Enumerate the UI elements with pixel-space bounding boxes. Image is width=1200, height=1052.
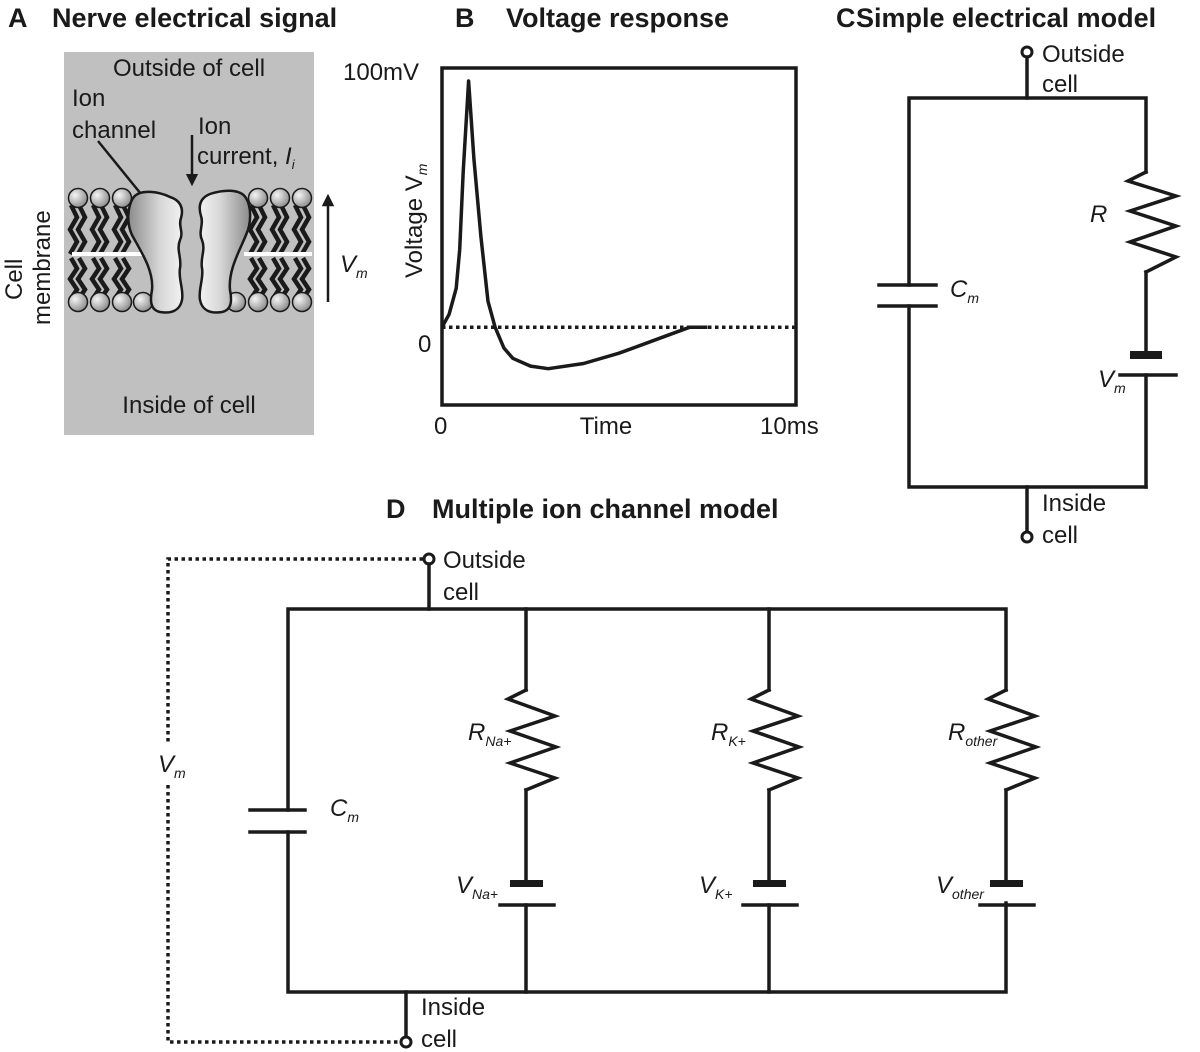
- lipid-tail: [291, 204, 304, 256]
- x-tick-zero: 0: [434, 413, 447, 440]
- cell-membrane-label-line2: membrane: [29, 210, 56, 325]
- lipid-tail: [269, 204, 282, 256]
- c-outside-label-1: Outside: [1042, 41, 1125, 68]
- lipid-head: [111, 187, 133, 209]
- lipid-tail: [111, 204, 124, 256]
- x-tick-max: 10ms: [760, 413, 819, 440]
- resistor-icon: [1123, 169, 1182, 275]
- lipid-head: [269, 291, 291, 313]
- battery-label: Vother: [936, 872, 985, 902]
- battery-icon-short-plate: [510, 880, 543, 887]
- lipid-tail: [75, 204, 88, 256]
- inside-of-cell-label: Inside of cell: [122, 392, 255, 419]
- branch-1: RNa+ VNa+: [456, 607, 562, 994]
- voltage-trace: [440, 79, 708, 371]
- y-tick-max: 100mV: [343, 59, 419, 86]
- lipid-head: [111, 291, 133, 313]
- top-rail: [286, 607, 1008, 812]
- ion-current-label-line2: current, Ii: [197, 143, 296, 172]
- resistor-icon: [746, 687, 805, 793]
- resistor-label: RNa+: [468, 719, 511, 749]
- lipid-head: [291, 291, 313, 313]
- lipid-tail: [67, 204, 80, 256]
- y-axis-label: Voltage Vm: [401, 163, 430, 278]
- ion-current-label-line1: Ion: [198, 113, 231, 140]
- vm-measurement-line-bottom: [166, 785, 402, 1044]
- battery-icon-short-plate: [990, 880, 1023, 887]
- outside-of-cell-label: Outside of cell: [113, 55, 265, 82]
- x-axis-label: Time: [580, 413, 632, 440]
- bilayer-midline: [72, 252, 142, 256]
- wire: [907, 96, 1148, 287]
- wire: [907, 304, 1148, 489]
- lipid-head: [269, 187, 291, 209]
- vm-label: Vm: [340, 251, 368, 281]
- d-capacitor-label: Cm: [330, 795, 359, 825]
- y-tick-zero: 0: [418, 331, 431, 358]
- branch-2: RK+ VK+: [699, 607, 805, 994]
- panel-c: C Simple electrical model Outside cell R…: [836, 3, 1182, 549]
- resistor-icon: [983, 687, 1042, 793]
- ion-channel-label-line2: channel: [72, 117, 156, 144]
- lipid-tail: [277, 204, 290, 256]
- lipid-head: [67, 291, 89, 313]
- lipid-head: [247, 187, 269, 209]
- resistor-label: RK+: [711, 719, 746, 749]
- ion-channel-protein-left: [127, 190, 184, 314]
- d-outside-label-2: cell: [443, 579, 479, 606]
- c-battery-label: Vm: [1098, 366, 1126, 396]
- panel-b-letter: B: [455, 3, 475, 33]
- bottom-rail: [286, 830, 1008, 994]
- panel-d-letter: D: [386, 494, 406, 524]
- d-inside-label-1: Inside: [421, 994, 485, 1021]
- panel-c-letter: C: [836, 3, 856, 33]
- c-inside-label-2: cell: [1042, 522, 1078, 549]
- panel-a: A Nerve electrical signal Outside of cel…: [1, 3, 368, 435]
- lipid-tail: [255, 204, 268, 256]
- lipid-tail: [89, 204, 102, 256]
- lipid-tail: [119, 204, 132, 256]
- lipid-head: [89, 187, 111, 209]
- vm-measurement-line-top: [166, 557, 423, 742]
- panel-c-title: Simple electrical model: [856, 3, 1156, 33]
- resistor-label: Rother: [948, 719, 999, 749]
- cell-membrane-label-line1: Cell: [1, 259, 28, 300]
- battery-icon-short-plate: [1130, 351, 1162, 359]
- battery-label: VK+: [699, 872, 733, 902]
- panel-d: D Multiple ion channel model Vm Outside …: [158, 494, 1042, 1052]
- inside-terminal-icon: [1020, 530, 1034, 544]
- ion-channel-protein-right: [198, 189, 252, 314]
- lipid-head: [132, 291, 154, 313]
- plot-frame: [440, 66, 798, 407]
- panel-a-title: Nerve electrical signal: [52, 3, 337, 33]
- c-inside-label-1: Inside: [1042, 490, 1106, 517]
- c-capacitor-label: Cm: [950, 276, 979, 306]
- battery-label: VNa+: [456, 872, 498, 902]
- panel-d-title: Multiple ion channel model: [432, 494, 779, 524]
- lipid-tail: [299, 204, 312, 256]
- ion-channel-label-line1: Ion: [72, 85, 105, 112]
- lipid-tail: [97, 204, 110, 256]
- d-inside-label-2: cell: [421, 1026, 457, 1052]
- battery-icon-short-plate: [753, 880, 786, 887]
- bilayer-midline: [244, 252, 312, 256]
- lipid-head: [89, 291, 111, 313]
- lipid-head: [67, 187, 89, 209]
- d-inside-terminal-icon: [399, 1035, 413, 1049]
- lipid-tail: [247, 204, 260, 256]
- c-resistor-label: R: [1090, 201, 1107, 228]
- d-outside-label-1: Outside: [443, 547, 526, 574]
- d-vm-label: Vm: [158, 751, 186, 781]
- panel-a-letter: A: [8, 3, 28, 33]
- panel-b: B Voltage response 100mV 0 0 10ms Time V…: [343, 3, 819, 440]
- c-outside-label-2: cell: [1042, 71, 1078, 98]
- resistor-icon: [503, 687, 562, 793]
- panel-b-title: Voltage response: [506, 3, 729, 33]
- lipid-head: [291, 187, 313, 209]
- lipid-head: [247, 291, 269, 313]
